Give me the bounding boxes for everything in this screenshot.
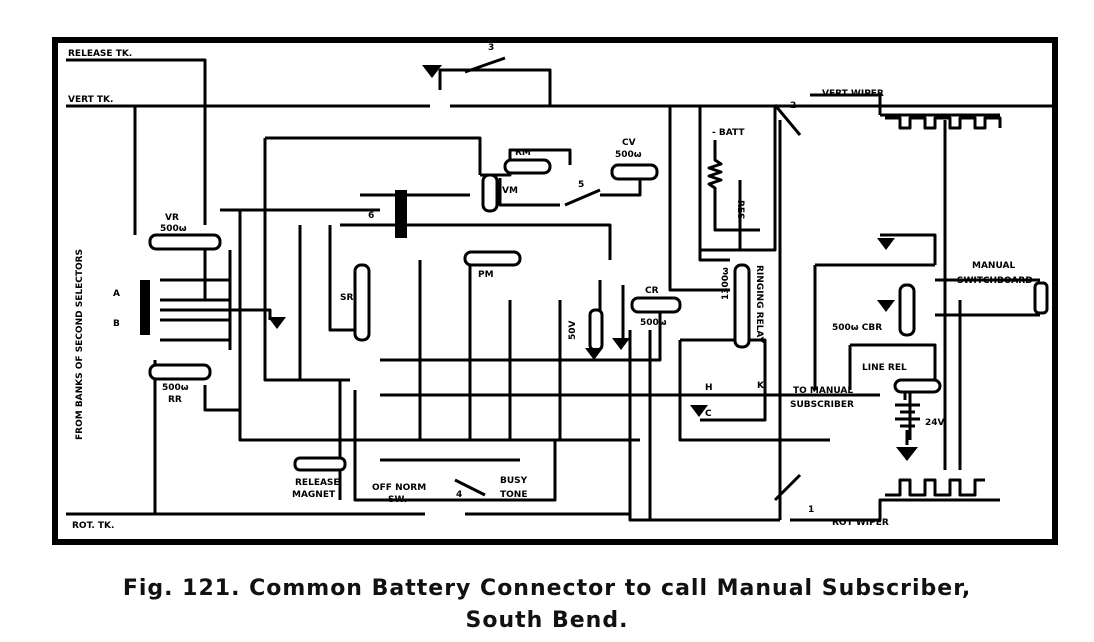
sr-label: SR [340,293,353,303]
contact-3-label: 3 [488,43,494,53]
pm-label: PM [478,270,494,280]
50v-label: 50V [568,320,578,340]
busy-tone-label-2: TONE [500,490,527,500]
vm-label: VM [502,186,518,196]
line-rel-coil [893,378,942,394]
off-normal-switch [454,478,486,497]
vert-wiper-bank [885,116,1002,130]
switch-5 [564,188,601,207]
to-manual-label: TO MANUAL [793,386,853,396]
release-tk-label: RELEASE TK. [68,49,132,59]
cr-label: CR [645,286,659,296]
contact-4-label: 4 [456,490,462,500]
24v-label: 24V [925,418,945,428]
manual-switchboard-label-2: SWITCHBOARD [957,276,1033,286]
ground-icon [585,348,603,360]
ground-icon [877,238,895,250]
rot-wiper-bank [885,478,985,497]
off-norm-label-2: SW. [388,495,407,505]
vr-coil [148,233,222,251]
relay-armature [395,190,407,238]
busy-tone-label: BUSY [500,476,528,486]
sr-coil [353,263,371,342]
release-switch [464,56,506,74]
cv-coil [610,163,659,181]
diagram-frame [52,37,1058,545]
vm-coil [481,173,499,213]
a-label: A [113,289,120,299]
contact-6-label: 6 [368,211,374,221]
b-label: B [113,319,120,329]
ground-icon [690,405,708,417]
rr-label: RR [168,395,182,405]
rot-tk-label: ROT. TK. [72,521,114,531]
batt-label: - BATT [712,128,745,138]
rr-coil [148,363,212,381]
pm-coil [463,250,522,267]
off-norm-label: OFF NORM [372,483,426,493]
rot-wiper-switch [773,473,802,502]
ground-icons [268,65,918,461]
bank-connector [140,280,150,335]
cbr-coil [898,283,916,337]
contact-5-label: 5 [578,180,584,190]
from-banks-label: FROM BANKS OF SECOND SELECTORS [75,249,85,440]
release-magnet-label: RELEASE [295,478,340,488]
line-rel-label: LINE REL [862,363,907,373]
cr-ohm-label: 500ω [640,318,667,328]
ringing-relay-coil [733,263,751,349]
cv-ohm-label: 500ω [615,150,642,160]
contact-2-label: 2 [790,101,796,111]
rm-coil [503,158,552,175]
cv-label: CV [622,138,636,148]
k-label: K [757,381,765,391]
vr-ohm-label: 500ω [160,224,187,234]
release-magnet-coil [293,456,347,472]
c-label: C [705,409,712,419]
switchboard-jack [1033,281,1049,315]
res-label: RES [735,200,745,220]
cbr-label: 500ω CBR [832,323,882,333]
ringing-ohm-label: 1300ω [721,267,731,300]
vert-wiper-label: VERT WIPER [822,89,884,99]
ground-icon [877,300,895,312]
figure-caption: Fig. 121. Common Battery Connector to ca… [122,576,972,601]
labels: RELEASE TK. VERT TK. ROT. TK. FROM BANKS… [68,43,1033,531]
50v-coil [588,308,604,352]
res-resistor [707,140,760,232]
coils [148,158,942,472]
wires [66,58,1052,522]
cr-coil [630,296,682,314]
battery-24v [895,392,920,445]
contact-1-label: 1 [808,505,814,515]
ground-icon [896,447,918,461]
rm-label: RM [515,148,531,158]
to-manual-label-2: SUBSCRIBER [790,400,854,410]
vr-label: VR [165,213,179,223]
rot-wiper-label: ROT WIPER [832,518,889,528]
ringing-relay-label: RINGING RELAY [754,265,764,344]
rr-ohm-label: 500ω [162,383,189,393]
release-magnet-label-2: MAGNET [292,490,336,500]
manual-switchboard-label: MANUAL [972,261,1015,271]
ground-icon [422,65,442,78]
h-label: H [705,383,713,393]
ground-icon [268,317,286,329]
vert-tk-label: VERT TK. [68,95,113,105]
vert-wiper-switch [773,104,802,136]
ground-icon [612,338,630,350]
figure-caption-line-2: South Bend. [465,608,629,633]
